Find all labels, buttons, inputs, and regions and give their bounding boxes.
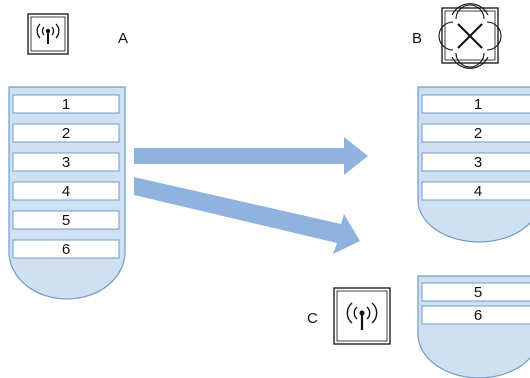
slot-label: 6 [62, 241, 70, 258]
container-b: 1 2 3 4 [417, 86, 530, 243]
slot-label: 2 [62, 125, 70, 142]
label-c: C [307, 310, 318, 327]
slot-box [12, 152, 120, 172]
slot-b-3: 3 [421, 152, 530, 172]
slot-box [421, 282, 530, 302]
container-a: 1 2 3 4 5 6 [8, 86, 126, 300]
slot-box [421, 123, 530, 143]
slot-b-1: 1 [421, 94, 530, 114]
slot-label: 1 [474, 96, 482, 113]
slot-label: 5 [62, 212, 70, 229]
label-a: A [118, 30, 128, 47]
slot-label: 4 [62, 183, 70, 200]
slot-label: 1 [62, 96, 70, 113]
slot-box [421, 305, 530, 325]
slot-box [421, 152, 530, 172]
slot-box [12, 239, 120, 259]
slot-box [12, 210, 120, 230]
slot-box [421, 94, 530, 114]
slot-label: 5 [474, 284, 482, 301]
slot-b-2: 2 [421, 123, 530, 143]
slot-label: 2 [474, 125, 482, 142]
slot-c-6: 6 [421, 305, 530, 325]
slot-a-4: 4 [12, 181, 120, 201]
slot-label: 4 [474, 183, 482, 200]
slot-label: 3 [474, 154, 482, 171]
satellite-icon [438, 3, 502, 69]
slot-label: 3 [62, 154, 70, 171]
slot-a-3: 3 [12, 152, 120, 172]
slot-box [12, 181, 120, 201]
container-c: 56 [417, 275, 530, 378]
slot-a-2: 2 [12, 123, 120, 143]
arrow-to-c [134, 177, 360, 254]
slot-a-6: 6 [12, 239, 120, 259]
slot-b-4: 4 [421, 181, 530, 201]
slot-label: 6 [474, 307, 482, 324]
label-b: B [412, 30, 422, 47]
arrow-to-b [134, 137, 368, 175]
slot-c-5: 5 [421, 282, 530, 302]
slot-a-1: 1 [12, 94, 120, 114]
antenna-icon [333, 287, 391, 345]
slot-box [12, 123, 120, 143]
slot-a-5: 5 [12, 210, 120, 230]
antenna-icon [27, 13, 69, 55]
slot-box [12, 94, 120, 114]
slot-box [421, 181, 530, 201]
